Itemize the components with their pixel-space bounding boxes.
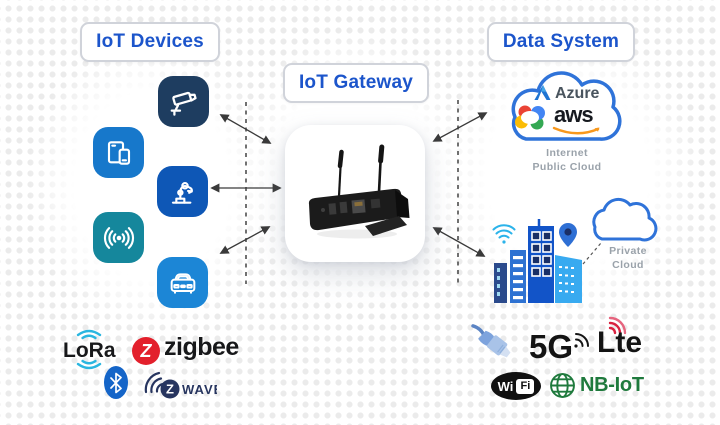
- lte-signal-icon: [608, 316, 627, 335]
- fiveg-label: 5G: [529, 328, 574, 365]
- data-system-label: Data System: [502, 31, 620, 52]
- azure-logo-icon: [534, 85, 551, 100]
- data-system-heading: Data System: [487, 22, 635, 62]
- zigbee-initial: Z: [140, 340, 152, 361]
- gateway-card: [285, 125, 425, 262]
- public-cloud: Azure aws: [496, 60, 638, 152]
- iot-devices-heading: IoT Devices: [80, 22, 220, 62]
- wifi-fi-label: Fi: [516, 378, 535, 394]
- bluetooth-logo-icon: [104, 366, 128, 399]
- nbiot-logo: NB-IoT: [549, 372, 644, 399]
- private-cloud-outline: [592, 197, 658, 242]
- nbiot-label: NB-IoT: [580, 374, 644, 396]
- lora-logo-icon: LoRa: [63, 329, 116, 370]
- wireless-sensor-tile: [93, 212, 144, 263]
- fiveg-signal-icon: [574, 333, 589, 348]
- google-cloud-logo-icon: [515, 105, 545, 130]
- robot-arm-icon: [171, 181, 193, 204]
- wireless-sensor-icon: [103, 226, 134, 249]
- arrow-camera-gateway: [219, 114, 272, 144]
- azure-label: Azure: [555, 85, 600, 102]
- mobile-devices-tile: [93, 127, 144, 178]
- car-icon: [170, 272, 195, 294]
- zwave-initial: Z: [166, 382, 174, 397]
- public-cloud-caption-line2: Public Cloud: [532, 161, 602, 174]
- gateway-router-image: [308, 144, 410, 238]
- ethernet-cable-icon: [471, 324, 511, 358]
- zwave-arcs-icon: [144, 371, 165, 394]
- arrow-gateway-publiccloud: [432, 112, 488, 142]
- zwave-logo: Z WAVE: [144, 371, 217, 399]
- lte-label: Lte: [597, 326, 642, 359]
- location-pin-icon: [559, 223, 577, 247]
- private-cloud-caption: Private Cloud: [598, 244, 658, 272]
- iot-devices-label: IoT Devices: [96, 31, 204, 52]
- iot-gateway-heading: IoT Gateway: [283, 63, 429, 103]
- private-cloud-caption-line2: Cloud: [612, 259, 644, 272]
- cctv-camera-tile: [158, 76, 209, 127]
- wifi-logo: Wi Fi: [491, 372, 541, 400]
- lora-logo: LoRa: [60, 326, 120, 372]
- aws-smile-icon: [552, 126, 600, 135]
- iot-gateway-label: IoT Gateway: [298, 72, 414, 93]
- dashed-link-city-privatecloud: [582, 242, 602, 265]
- arrow-gateway-privatecloud: [432, 227, 486, 257]
- private-cloud-caption-line1: Private: [609, 245, 647, 257]
- public-cloud-caption: Internet Public Cloud: [506, 146, 628, 174]
- arrow-car-gateway: [219, 226, 271, 254]
- smart-city-illustration: [492, 219, 582, 303]
- car-tile: [157, 257, 208, 308]
- mobile-devices-icon: [107, 140, 130, 165]
- public-cloud-caption-line1: Internet: [546, 147, 588, 159]
- robot-arm-tile: [157, 166, 208, 217]
- city-building-light: [555, 255, 582, 303]
- nbiot-globe-icon: [550, 373, 575, 398]
- wifi-wi-label: Wi: [497, 378, 514, 394]
- zwave-label: WAVE: [182, 382, 217, 397]
- aws-label: aws: [554, 102, 594, 127]
- zigbee-label: zigbee: [164, 333, 239, 361]
- city-wifi-icon: [492, 224, 516, 244]
- lora-label: LoRa: [63, 339, 116, 362]
- cctv-camera-icon: [170, 91, 197, 116]
- zigbee-logo-icon: Z: [132, 337, 160, 365]
- city-building-small: [494, 263, 507, 303]
